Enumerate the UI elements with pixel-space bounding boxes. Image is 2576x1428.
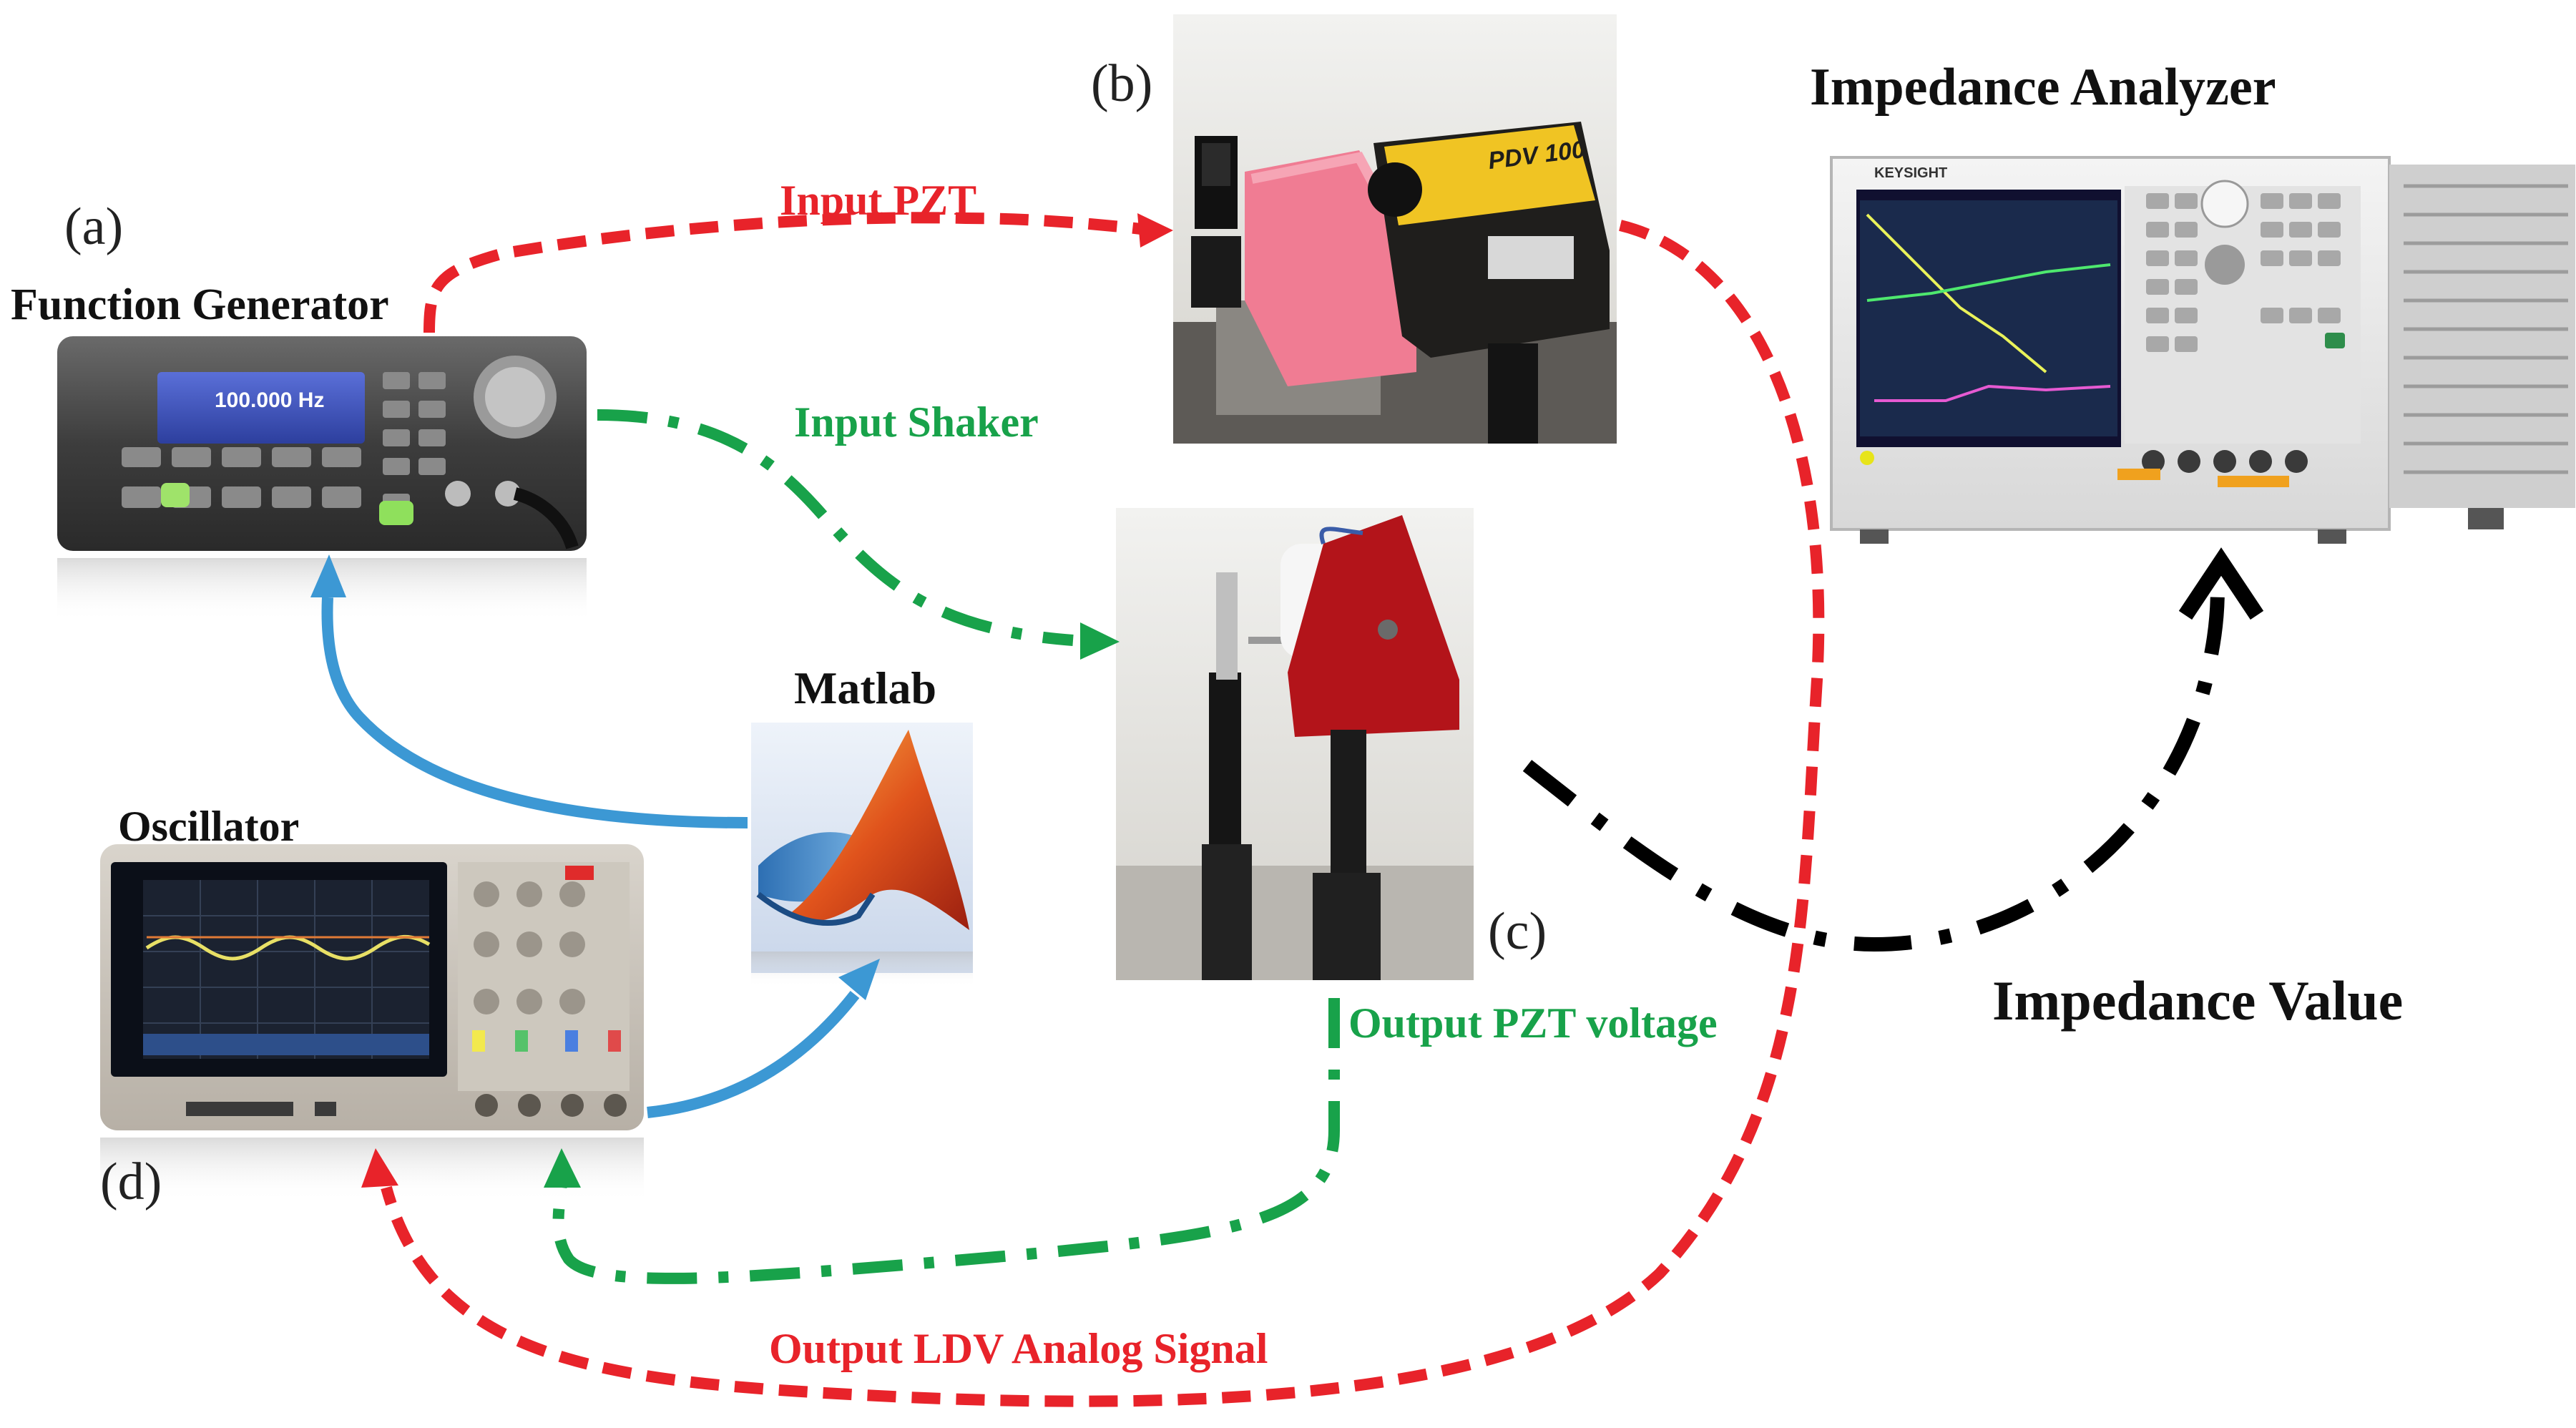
impedance-analyzer-device <box>1830 156 2575 544</box>
panel-label-d: (d) <box>100 1153 162 1211</box>
oscillator-label: Oscillator <box>118 803 300 850</box>
impedance-value-signal-path <box>1522 579 2225 952</box>
function-generator-label: Function Generator <box>11 280 389 329</box>
oscilloscope-to-matlab-path <box>647 991 860 1118</box>
oscilloscope-device <box>100 844 644 1202</box>
shaker-photo <box>1116 508 1474 980</box>
impedance-analyzer-label: Impedance Analyzer <box>1810 58 2276 117</box>
matlab-label: Matlab <box>794 662 937 713</box>
ldv-photo <box>1173 14 1617 444</box>
output-ldv-analog-signal-label: Output LDV Analog Signal <box>769 1325 1268 1372</box>
input-shaker-arrowhead <box>1080 622 1120 660</box>
input-pzt-arrowhead <box>1137 213 1173 248</box>
input-shaker-signal-path <box>597 409 1074 646</box>
input-shaker-label: Input Shaker <box>794 398 1039 446</box>
impedance-value-label: Impedance Value <box>1992 969 2404 1032</box>
output-ldv-signal-path <box>381 220 1825 1407</box>
output-pzt-voltage-signal-path <box>552 998 1340 1284</box>
input-pzt-label: Input PZT <box>780 177 977 224</box>
output-pzt-voltage-arrowhead <box>544 1148 581 1188</box>
oscilloscope-to-matlab-arrowhead <box>838 959 880 1000</box>
output-ldv-arrowhead <box>361 1148 398 1188</box>
panel-label-a: (a) <box>64 197 124 256</box>
output-pzt-voltage-label: Output PZT voltage <box>1348 999 1718 1047</box>
panel-label-c: (c) <box>1488 902 1547 961</box>
matlab-to-generator-arrowhead <box>310 554 346 597</box>
keysight-brand-label: KEYSIGHT <box>1874 165 1948 181</box>
function-generator-device <box>57 336 587 622</box>
matlab-to-generator-path <box>321 597 748 828</box>
panel-label-b: (b) <box>1091 54 1153 113</box>
matlab-membrane-logo-icon <box>751 723 973 987</box>
function-generator-readout: 100.000 Hz <box>215 388 325 412</box>
impedance-value-arrowhead <box>2178 547 2264 620</box>
input-pzt-signal-path <box>423 212 1142 333</box>
